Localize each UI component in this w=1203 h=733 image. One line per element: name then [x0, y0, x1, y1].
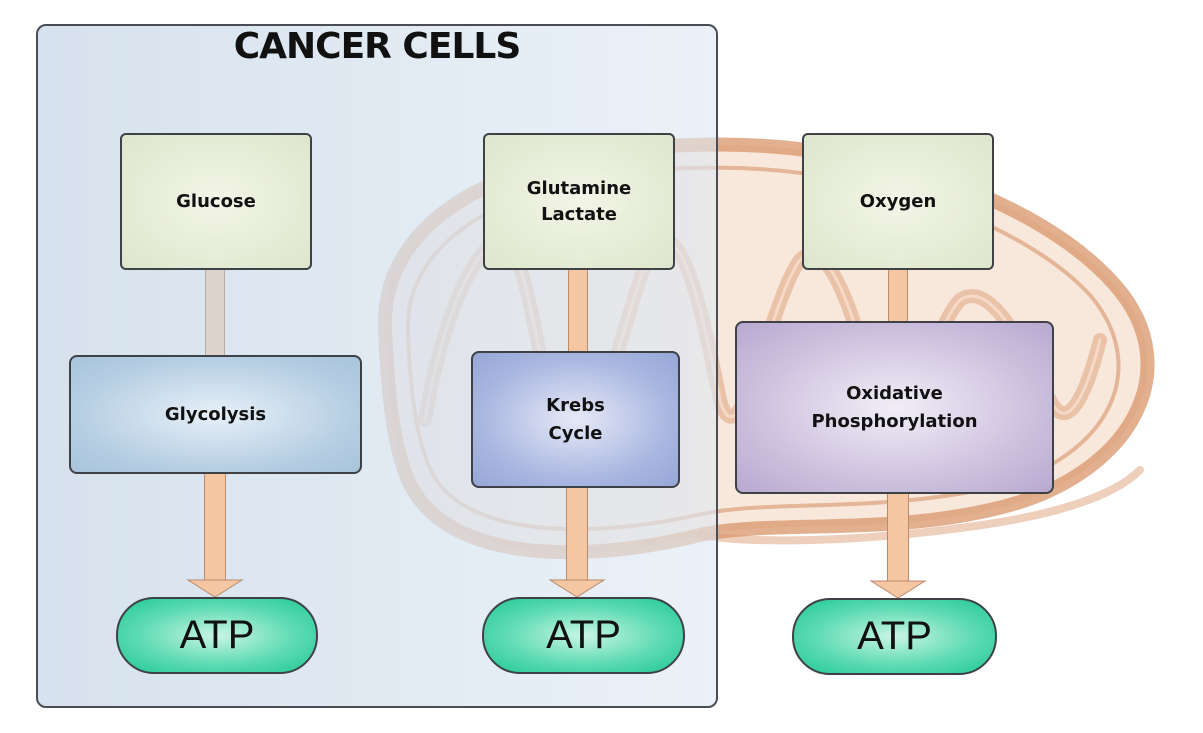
process-box-oxidative-phosphorylation: Oxidative Phosphorylation: [735, 321, 1054, 494]
input-box-glucose: Glucose: [120, 133, 312, 270]
atp-output-krebs: ATP: [482, 597, 685, 674]
input-box-glutamine-lactate: Glutamine Lactate: [483, 133, 675, 270]
atp-output-oxphos: ATP: [792, 598, 997, 675]
arrow-shaft-glutamine-krebs: [568, 268, 588, 352]
atp-output-glycolysis: ATP: [116, 597, 318, 674]
arrow-head-krebs-atp: [548, 579, 606, 598]
arrow-shaft-glycolysis-atp: [204, 472, 226, 582]
input-box-oxygen: Oxygen: [802, 133, 994, 270]
arrow-head-oxphos-atp: [869, 580, 927, 599]
arrow-head-glycolysis-atp: [186, 579, 244, 598]
panel-title: CANCER CELLS: [233, 26, 522, 67]
process-box-krebs-cycle: Krebs Cycle: [471, 351, 680, 488]
process-box-glycolysis: Glycolysis: [69, 355, 362, 474]
arrow-shaft-krebs-atp: [566, 487, 588, 582]
connector-glucose-glycolysis: [205, 268, 225, 356]
arrow-shaft-oxphos-atp: [887, 492, 909, 583]
arrow-shaft-oxygen-oxphos: [888, 268, 908, 323]
